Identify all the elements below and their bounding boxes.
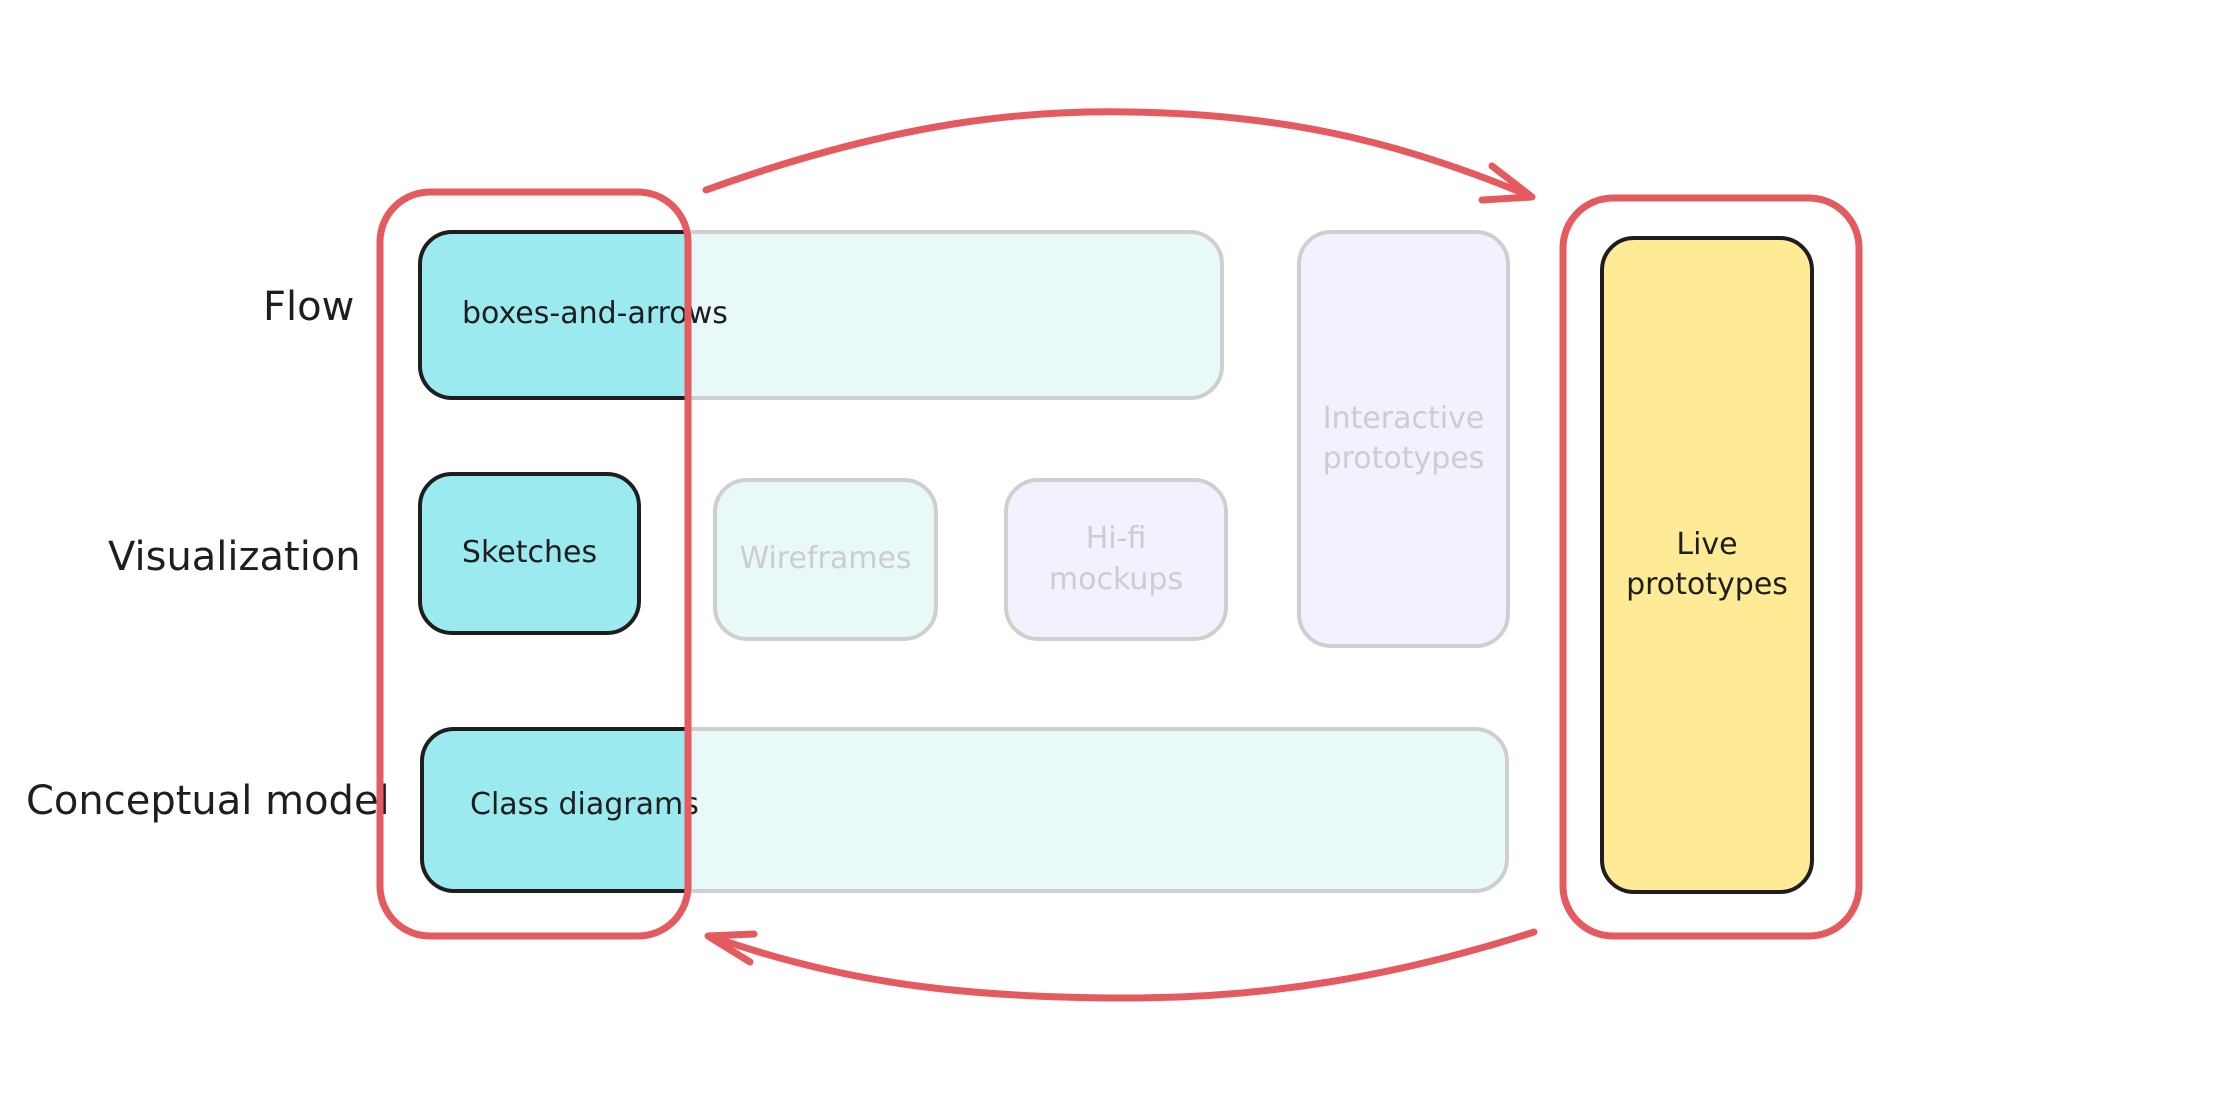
wireframes-box: Wireframes xyxy=(713,478,938,641)
class-diagrams-box xyxy=(420,727,685,893)
row-label-visualization: Visualization xyxy=(108,534,361,580)
interactive-prototypes-box: Interactive prototypes xyxy=(1297,230,1510,648)
hifi-mockups-box: Hi-fi mockups xyxy=(1004,478,1228,641)
live-prototypes-box: Live prototypes xyxy=(1600,236,1814,894)
left-highlight-frame xyxy=(376,188,692,940)
bottom-arrow xyxy=(706,928,1538,1002)
right-highlight-frame xyxy=(1559,194,1863,940)
interactive-prototypes-label: Interactive prototypes xyxy=(1322,400,1485,477)
top-arrow xyxy=(702,108,1534,200)
boxes-and-arrows-label: boxes-and-arrows xyxy=(462,296,728,331)
bottom-arrowhead xyxy=(704,930,758,966)
row-label-conceptual-model: Conceptual model xyxy=(26,778,390,824)
hifi-mockups-label: Hi-fi mockups xyxy=(1048,521,1184,597)
live-prototypes-label: Live prototypes xyxy=(1626,526,1788,603)
class-diagrams-label: Class diagrams xyxy=(470,787,699,822)
boxes-and-arrows-box xyxy=(418,230,685,400)
sketches-box: Sketches xyxy=(418,472,641,635)
sketches-label: Sketches xyxy=(461,535,598,571)
wireframes-label: Wireframes xyxy=(739,541,912,577)
top-arrowhead xyxy=(1478,162,1536,204)
row-label-flow: Flow xyxy=(263,284,355,330)
